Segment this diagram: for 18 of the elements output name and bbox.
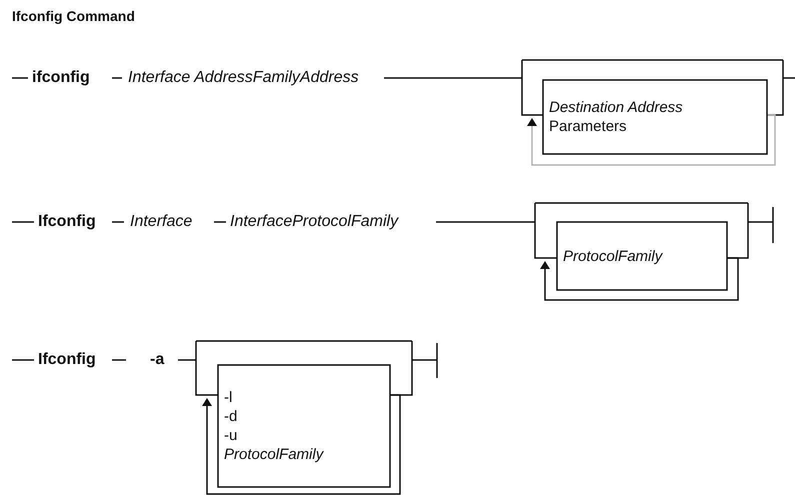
option-text: -l <box>224 388 234 407</box>
option-text: -d <box>224 407 238 426</box>
command-keyword: -a <box>150 350 164 370</box>
option-text: Parameters <box>549 117 628 136</box>
option-text: ProtocolFamily <box>224 445 325 464</box>
diagram-title: Ifconfig Command <box>12 7 135 26</box>
option-text: -u <box>224 426 238 445</box>
syntax-parameter: InterfaceProtocolFamily <box>230 212 398 232</box>
syntax-parameter: Interface AddressFamilyAddress <box>128 68 359 88</box>
option-text: Destination Address <box>549 98 684 117</box>
command-keyword: Ifconfig <box>38 350 96 370</box>
repeat-loop-arrow <box>540 257 739 301</box>
syntax-parameter: Interface <box>130 212 192 232</box>
command-keyword: Ifconfig <box>38 212 96 232</box>
command-keyword: ifconfig <box>32 68 90 88</box>
repeat-loop-arrow <box>527 114 776 166</box>
option-text: ProtocolFamily <box>563 246 664 266</box>
repeat-loop-arrow <box>202 394 401 495</box>
